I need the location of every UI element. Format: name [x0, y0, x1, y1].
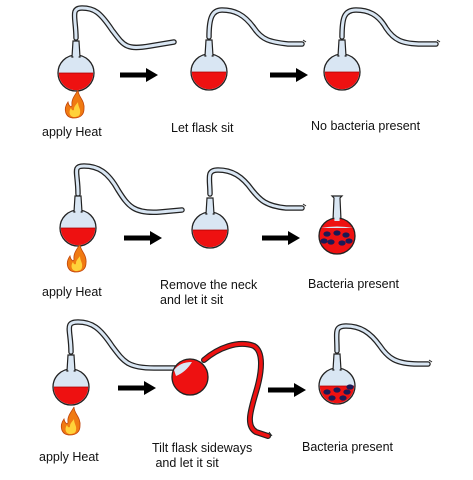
bacteria-dot-icon — [338, 240, 346, 246]
bacteria-dot-icon — [320, 238, 328, 244]
label-tilt-flask: Tilt flask sideways and let it sit — [152, 441, 253, 470]
label-let-flask-sit: Let flask sit — [171, 121, 234, 135]
flask-bacteria-2 — [318, 195, 356, 255]
flask-heated-2 — [59, 163, 185, 247]
bacteria-dot-icon — [323, 389, 331, 395]
right-arrow-icon — [124, 231, 162, 245]
flask-no-bacteria — [323, 7, 439, 91]
flask-tilted — [171, 340, 273, 439]
bacteria-dot-icon — [339, 395, 347, 401]
flask-neck-removed — [191, 167, 305, 249]
bacteria-dot-icon — [342, 232, 350, 238]
bacteria-dot-icon — [343, 389, 351, 395]
right-arrow-icon — [120, 68, 158, 82]
flask-heated-3 — [52, 319, 179, 406]
label-apply-heat-3: apply Heat — [39, 450, 99, 464]
right-arrow-icon — [268, 383, 306, 397]
flask-sitting — [190, 7, 305, 91]
right-arrow-icon — [118, 381, 156, 395]
right-arrow-icon — [262, 231, 300, 245]
bacteria-dot-icon — [345, 238, 353, 244]
bacteria-dot-icon — [333, 387, 341, 393]
bacteria-dot-icon — [346, 384, 354, 390]
label-bacteria-present-3: Bacteria present — [302, 440, 394, 454]
bacteria-dot-icon — [333, 230, 341, 236]
right-arrow-icon — [270, 68, 308, 82]
label-bacteria-present-2: Bacteria present — [308, 277, 400, 291]
label-apply-heat-1: apply Heat — [42, 125, 102, 139]
bacteria-dot-icon — [328, 395, 336, 401]
fire-icon — [60, 406, 81, 436]
flask-heated-1 — [57, 5, 177, 92]
flask-bacteria-3 — [318, 323, 431, 405]
label-remove-neck: Remove the neck and let it sit — [160, 278, 258, 307]
label-apply-heat-2: apply Heat — [42, 285, 102, 299]
fire-icon — [64, 89, 85, 119]
label-no-bacteria-present: No bacteria present — [311, 119, 421, 133]
bacteria-dot-icon — [327, 239, 335, 245]
bacteria-dot-icon — [323, 231, 331, 237]
fire-icon — [66, 243, 87, 273]
